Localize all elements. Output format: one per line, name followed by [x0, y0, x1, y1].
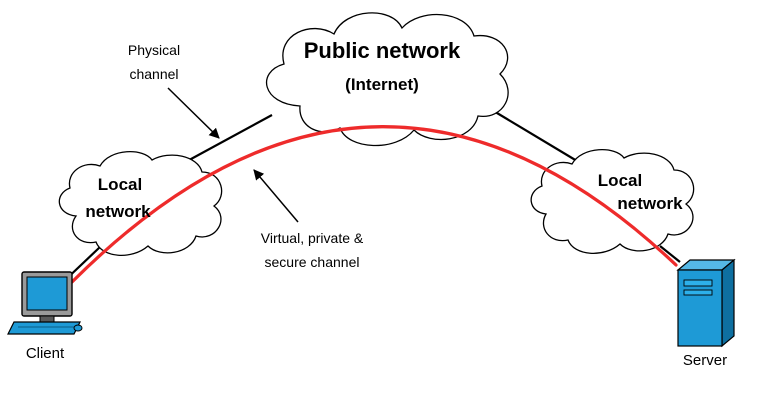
public-network-title: Public network	[304, 38, 461, 63]
secure-channel-label-line2: secure channel	[265, 254, 360, 270]
local-network-left-line1: Local	[98, 175, 142, 194]
public-network-subtitle: (Internet)	[345, 75, 419, 94]
client-computer-icon	[7, 271, 83, 335]
local-network-right-line2: network	[617, 194, 683, 213]
client-label: Client	[26, 345, 65, 362]
public-network-cloud	[265, 12, 509, 147]
local-network-left-line2: network	[85, 202, 151, 221]
physical-channel-label-line1: Physical	[128, 42, 180, 58]
server-label: Server	[683, 352, 727, 369]
local-network-cloud-left	[58, 150, 223, 257]
physical-link-left	[179, 114, 273, 166]
secure-channel-arc	[70, 125, 678, 284]
secure-channel-label-line1: Virtual, private &	[261, 230, 364, 246]
server-icon	[676, 258, 736, 348]
server-link	[659, 245, 681, 263]
local-network-cloud-right	[530, 148, 695, 255]
physical-channel-label-line2: channel	[129, 66, 178, 82]
secure-channel-arrow	[253, 169, 299, 223]
local-network-right-line1: Local	[598, 171, 642, 190]
physical-channel-arrow	[167, 87, 220, 139]
